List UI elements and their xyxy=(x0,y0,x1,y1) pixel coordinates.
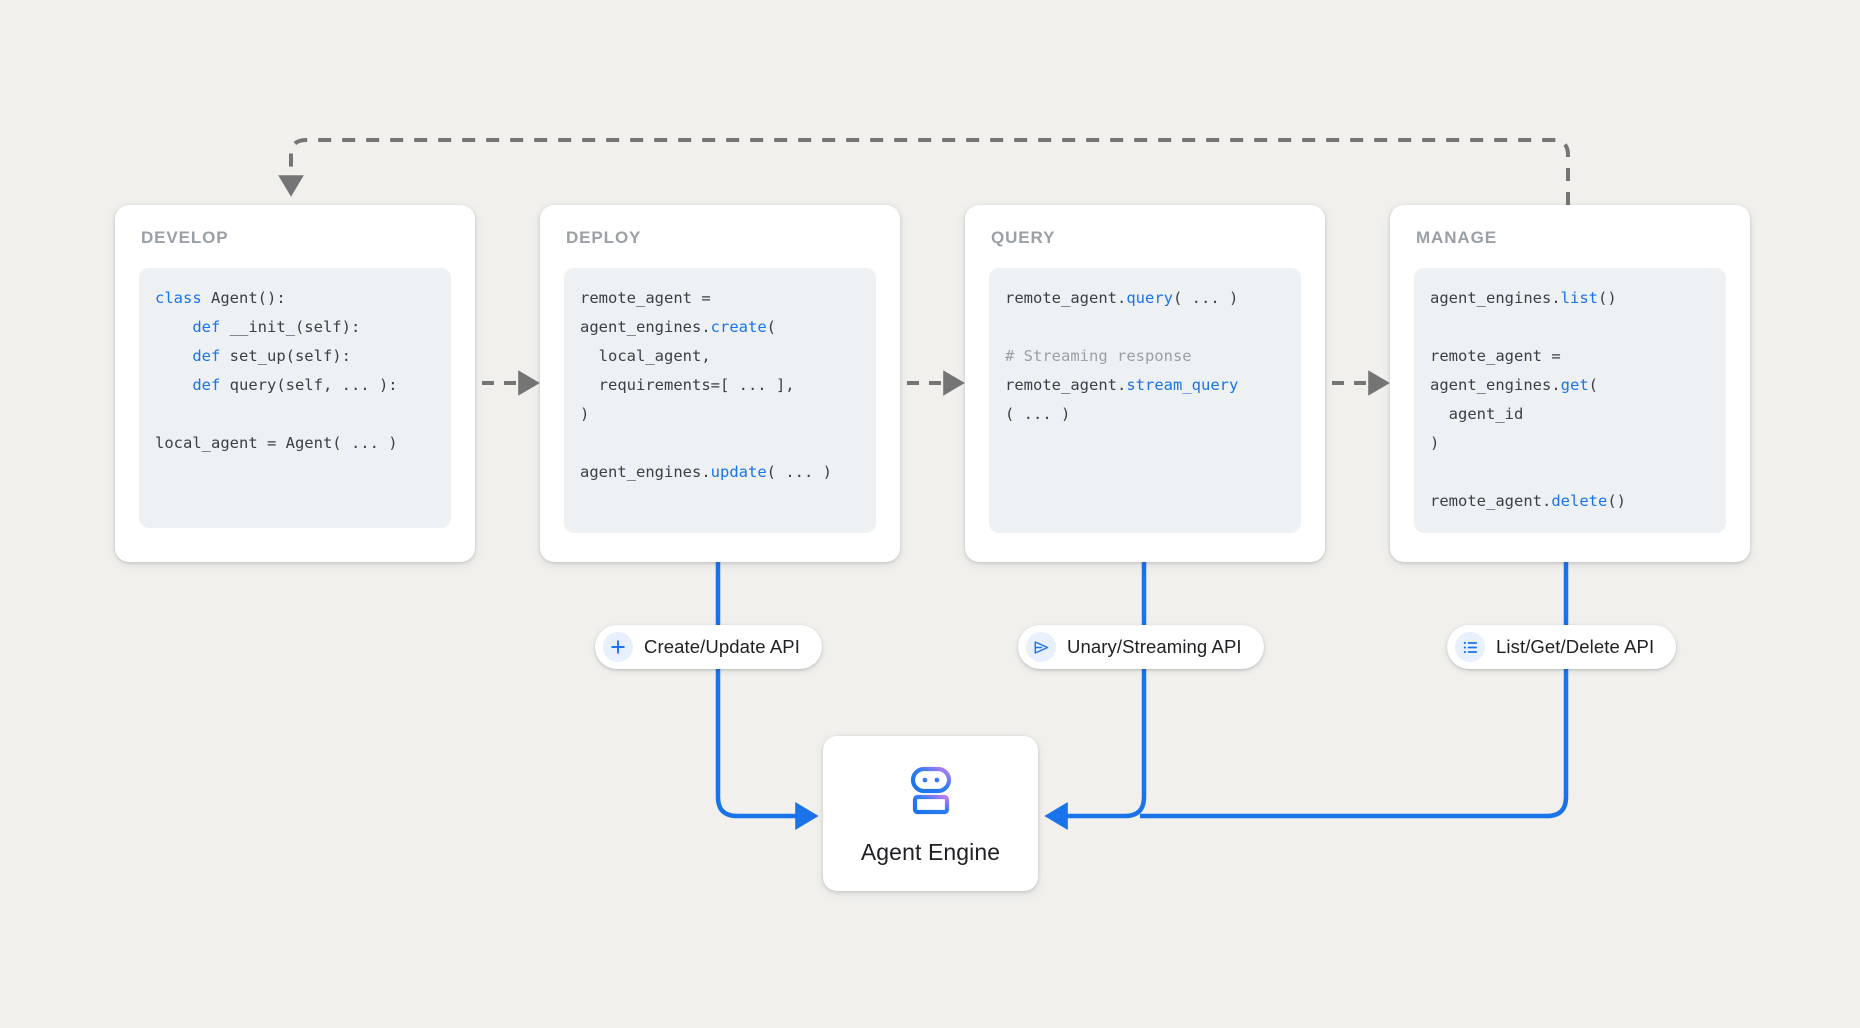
wire-query-to-agent-engine xyxy=(1044,562,1147,830)
stage-card-deploy: DEPLOY remote_agent = agent_engines.crea… xyxy=(540,205,900,562)
api-pill-unary-streaming[interactable]: Unary/Streaming API xyxy=(1018,625,1264,669)
code-block-manage: agent_engines.list() remote_agent = agen… xyxy=(1414,268,1726,533)
code-block-deploy: remote_agent = agent_engines.create( loc… xyxy=(564,268,876,533)
wire-deploy-to-agent-engine xyxy=(715,562,819,830)
code-manage: agent_engines.list() remote_agent = agen… xyxy=(1430,289,1626,510)
api-pill-create-update[interactable]: Create/Update API xyxy=(595,625,822,669)
code-deploy: remote_agent = agent_engines.create( loc… xyxy=(580,289,832,481)
api-pill-label: Create/Update API xyxy=(644,636,800,657)
robot-icon xyxy=(902,762,960,825)
stage-title-deploy: DEPLOY xyxy=(566,228,642,247)
stage-card-develop: DEVELOP class Agent(): def __init_(self)… xyxy=(115,205,475,562)
stage-card-query: QUERY remote_agent.query( ... ) # Stream… xyxy=(965,205,1325,562)
api-pill-label: Unary/Streaming API xyxy=(1067,636,1242,657)
stage-title-manage: MANAGE xyxy=(1416,228,1497,247)
stage-title-query: QUERY xyxy=(991,228,1056,247)
api-pill-label: List/Get/Delete API xyxy=(1496,636,1655,657)
code-block-develop: class Agent(): def __init_(self): def se… xyxy=(139,268,451,528)
plus-icon xyxy=(603,632,633,662)
code-block-query: remote_agent.query( ... ) # Streaming re… xyxy=(989,268,1301,533)
wire-manage-to-agent-engine xyxy=(1140,562,1569,819)
list-icon xyxy=(1455,632,1485,662)
code-develop: class Agent(): def __init_(self): def se… xyxy=(155,289,398,452)
agent-engine-node[interactable]: Agent Engine xyxy=(823,736,1038,891)
stage-title-develop: DEVELOP xyxy=(141,228,229,247)
code-query: remote_agent.query( ... ) # Streaming re… xyxy=(1005,289,1239,423)
feedback-loop-arrow xyxy=(278,138,1570,205)
send-icon xyxy=(1026,632,1056,662)
agent-engine-label: Agent Engine xyxy=(860,838,1001,865)
api-pill-list-get-delete[interactable]: List/Get/Delete API xyxy=(1447,625,1677,669)
stage-card-manage: MANAGE agent_engines.list() remote_agent… xyxy=(1390,205,1750,562)
